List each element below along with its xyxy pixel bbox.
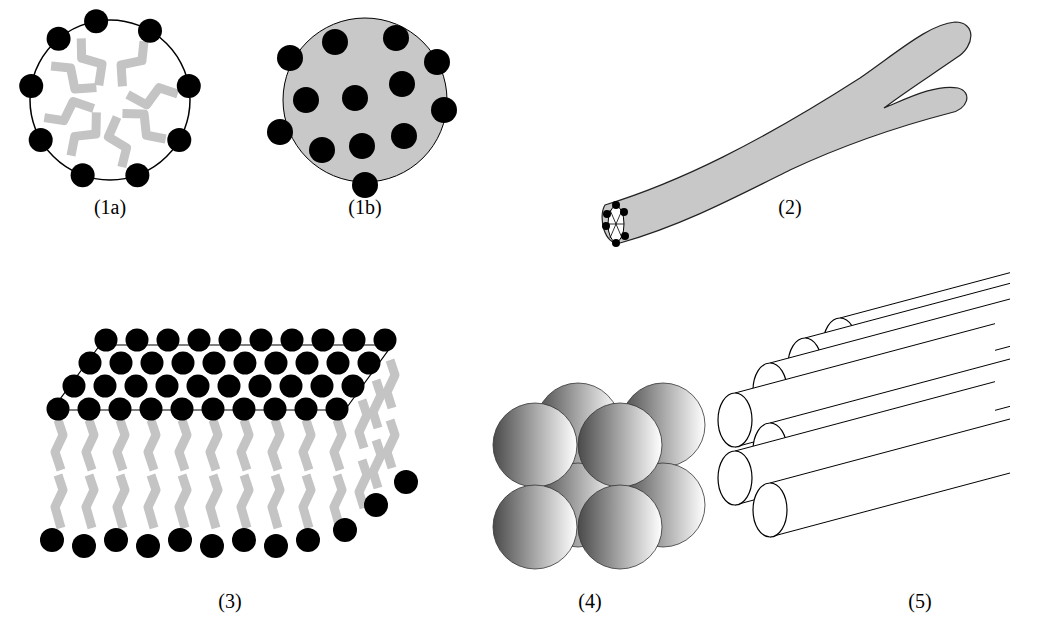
spherical-micelle <box>19 9 201 187</box>
callout-number: (2) <box>778 196 801 219</box>
callout-number: (4) <box>578 590 601 613</box>
filled-micelle <box>267 18 457 198</box>
sphere-packing <box>493 383 705 569</box>
callout-number: (1a) <box>94 196 126 219</box>
cylinder-packing <box>718 273 1010 537</box>
wormlike-micelle <box>602 22 971 247</box>
callout-number: (5) <box>908 590 931 613</box>
bilayer <box>40 329 418 559</box>
callout-number: (3) <box>218 590 241 613</box>
callout-number: (1b) <box>348 196 381 219</box>
